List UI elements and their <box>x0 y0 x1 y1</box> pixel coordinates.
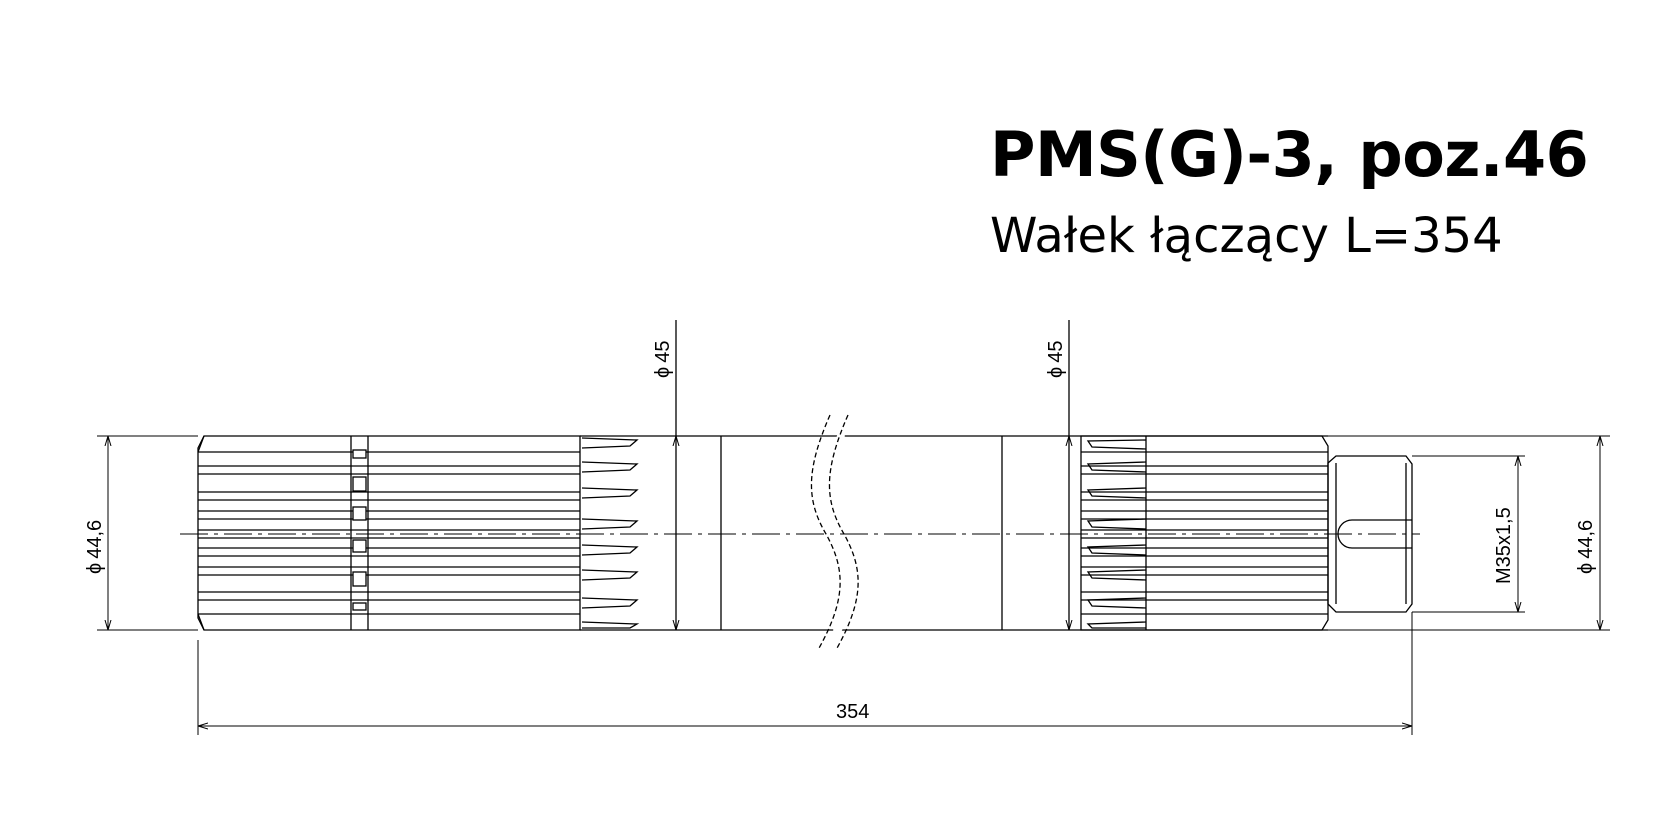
drawing-subtitle: Wałek łączący L=354 <box>990 208 1503 264</box>
dimension-texts: ϕ44,6 ϕ45 ϕ45 M35x1,5 ϕ44,6 354 <box>84 341 1597 723</box>
extension-lines <box>97 435 1610 735</box>
dim-thread: M35x1,5 <box>1493 507 1515 584</box>
threaded-end <box>1327 455 1413 613</box>
dim-overall-length: 354 <box>836 701 869 723</box>
dim-right-diameter: ϕ44,6 <box>1575 520 1597 574</box>
dim-mid-right-diameter: ϕ45 <box>1045 341 1067 378</box>
dim-left-diameter: ϕ44,6 <box>84 520 106 574</box>
dimension-lines <box>108 436 1600 726</box>
drawing-title: PMS(G)-3, poz.46 <box>990 118 1589 191</box>
dim-mid-left-diameter: ϕ45 <box>652 341 674 378</box>
right-spline-section <box>1080 435 1329 631</box>
left-spline-section <box>197 435 640 631</box>
